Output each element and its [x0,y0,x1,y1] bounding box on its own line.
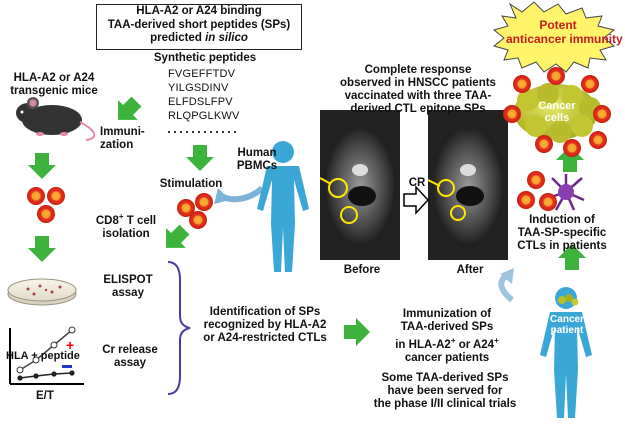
plot-legend: HLA + peptide [6,350,80,362]
plus-sign-icon: + [66,337,74,353]
cd8-label: CD8+ T cell isolation [95,212,157,240]
arrow-stimulation [186,145,214,171]
cr-release-plot: + [9,326,84,385]
synthetic-peptides-label: Synthetic peptides [153,52,257,64]
peptide-2: YILGSDINV [168,82,229,94]
after-label: After [456,264,484,276]
arrow-down-1 [28,153,56,179]
cancer-cells-cluster [503,67,611,157]
ct-scan-after [427,110,508,260]
brace-icon [167,261,191,395]
peptide-4: RLQPGLKWV [168,110,240,122]
ct-scan-before [319,110,400,260]
cancer-patient-figure-icon [540,287,592,418]
mouse-icon [16,97,96,141]
stimulation-label: Stimulation [159,178,223,190]
immunization-patients-label: Immunization of TAA-derived SPs in HLA-A… [395,308,499,364]
title-line-1: HLA-A2 or A24 binding [136,5,262,17]
peptide-3: ELFDSLFPV [168,96,233,108]
burst-shape [492,1,616,73]
cells-group-mouse [27,187,65,223]
arrow-cd8 [166,224,190,248]
arrow-immunization [118,96,142,120]
dendritic-cell-icon [517,171,585,211]
cells-group-stimulation [177,193,213,229]
arrow-right-identification [344,318,370,346]
minus-sign-icon [62,365,72,368]
immunization-label: Immuni-zation [100,126,145,151]
peptide-1: FVGEFFTDV [168,68,236,80]
title-box: HLA-A2 or A24 binding TAA-derived short … [96,4,302,50]
before-label: Before [343,264,381,276]
plot-xlabel: E/T [36,390,54,402]
title-italic: in silico [205,32,248,44]
title-line-2: TAA-derived short peptides (SPs) [107,18,291,31]
title-line-3: predicted in silico [150,32,248,44]
arrow-down-2 [28,236,56,262]
patient-tumor-icon [558,294,579,306]
cr-label: CR [408,177,426,189]
elispot-dish-icon [7,278,77,306]
cr-arrow-icon [403,185,430,215]
